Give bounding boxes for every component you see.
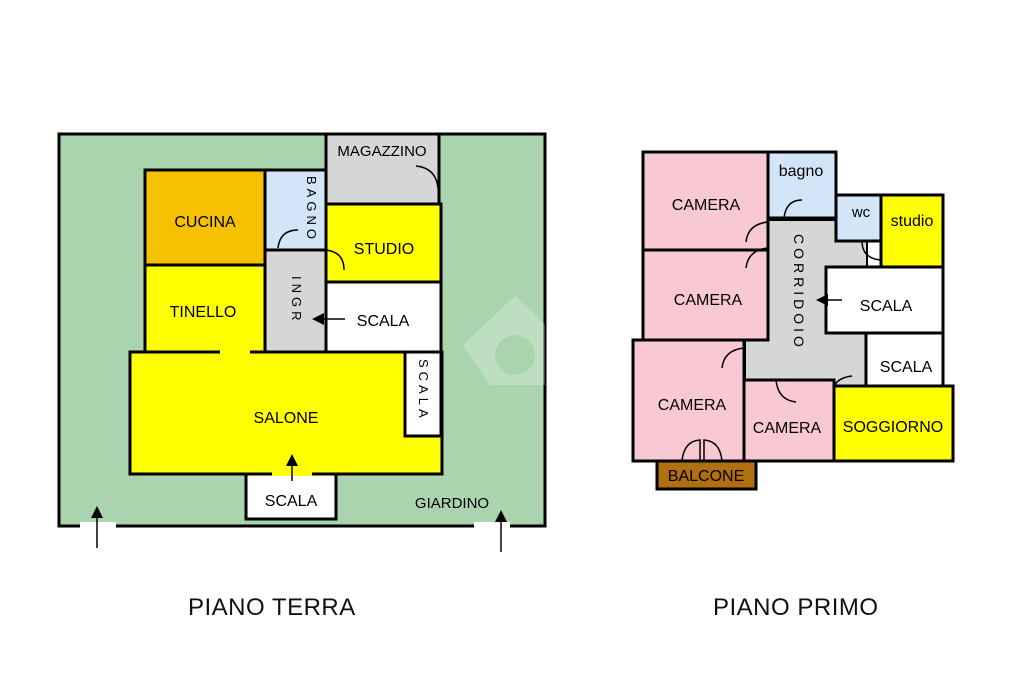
label-soggiorno: SOGGIORNO xyxy=(843,419,943,436)
label-corridoio: CORRIDOIO xyxy=(791,234,807,351)
label-scala-first-1: SCALA xyxy=(860,298,913,315)
room-bagno-first xyxy=(766,150,838,220)
label-balcone: BALCONE xyxy=(668,468,744,485)
label-salone: SALONE xyxy=(254,410,319,427)
ground-floor-plan: MAGAZZINO CUCINA BAGNO STUDIO TINELLO IN… xyxy=(57,132,547,552)
label-scala-first-2: SCALA xyxy=(880,359,933,376)
room-salone xyxy=(128,350,444,476)
label-cucina: CUCINA xyxy=(174,214,236,231)
room-scala-ground-2 xyxy=(403,350,443,438)
first-floor-plan: CAMERA bagno wc studio CORRIDOIO CAMERA … xyxy=(631,150,955,491)
door-studio-ground xyxy=(325,249,345,271)
label-ingresso: INGR xyxy=(289,276,304,325)
room-soggiorno xyxy=(832,384,955,463)
room-wc xyxy=(834,193,883,243)
label-wc: wc xyxy=(851,204,871,221)
room-ingresso xyxy=(263,248,328,354)
door-camera-1 xyxy=(745,221,769,243)
room-scala-ground-1 xyxy=(324,280,443,354)
label-bagno-first: bagno xyxy=(779,163,824,180)
label-studio-ground: STUDIO xyxy=(354,241,414,258)
label-camera-1: CAMERA xyxy=(672,197,741,214)
label-studio-first: studio xyxy=(891,213,934,230)
door-wc xyxy=(861,240,881,261)
label-camera-3: CAMERA xyxy=(658,397,727,414)
door-camera-3 xyxy=(721,347,745,369)
door-balcone-left xyxy=(681,439,701,462)
caption-first-floor: PIANO PRIMO xyxy=(713,594,879,621)
caption-ground-floor: PIANO TERRA xyxy=(188,594,356,621)
door-magazzino xyxy=(415,165,439,189)
label-scala-ground-1: SCALA xyxy=(357,313,410,330)
label-scala-ground-2: SCALA xyxy=(416,359,431,422)
label-magazzino: MAGAZZINO xyxy=(337,143,426,160)
door-bagno xyxy=(277,229,299,249)
door-soggiorno xyxy=(833,375,853,389)
door-balcone-right xyxy=(703,439,723,462)
label-camera-4: CAMERA xyxy=(753,420,822,437)
label-tinello: TINELLO xyxy=(170,304,237,321)
door-camera-2 xyxy=(745,247,769,269)
room-magazzino xyxy=(324,132,441,206)
room-balcone xyxy=(655,459,758,491)
label-giardino: GIARDINO xyxy=(415,495,489,512)
room-studio-first xyxy=(879,193,945,269)
room-scala-ground-3 xyxy=(244,472,338,521)
garden-gate-left xyxy=(80,522,116,530)
door-bagno-first xyxy=(783,199,803,219)
label-camera-2: CAMERA xyxy=(674,292,743,309)
garden-gate-right xyxy=(474,522,510,530)
door-camera-4 xyxy=(775,379,797,403)
label-scala-ground-3: SCALA xyxy=(265,493,318,510)
watermark-logo xyxy=(463,296,545,385)
room-camera-3 xyxy=(631,338,746,463)
label-bagno-ground: BAGNO xyxy=(304,176,319,243)
